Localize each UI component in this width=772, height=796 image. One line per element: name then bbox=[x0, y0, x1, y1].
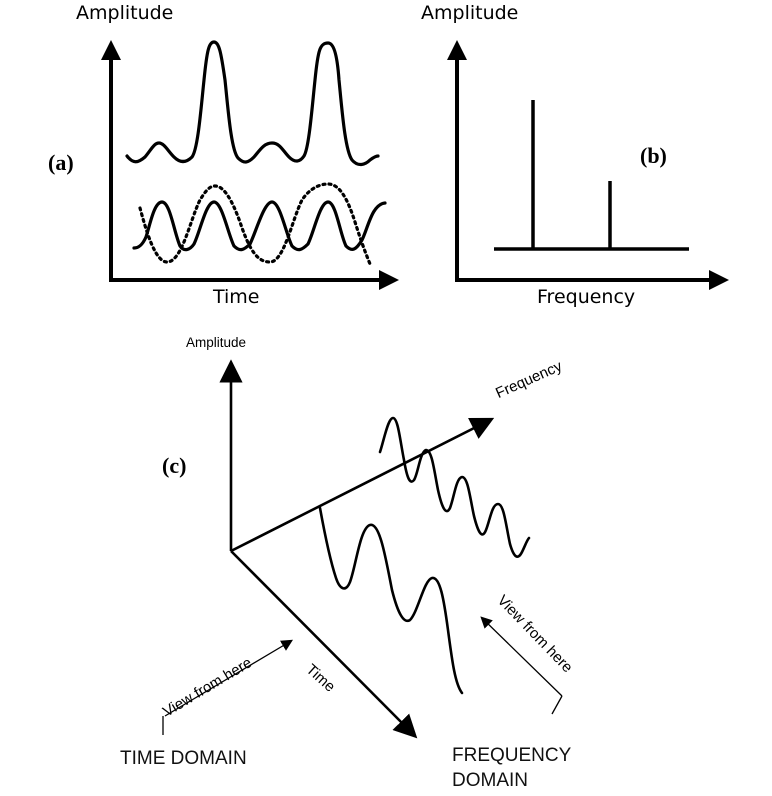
panel-a-y-axis-label: Amplitude bbox=[76, 2, 174, 24]
frequency-domain-label-line1: FREQUENCY bbox=[452, 745, 572, 766]
panel-c bbox=[162, 359, 563, 739]
panel-a-tag: (a) bbox=[48, 150, 74, 175]
panel-c-view-arrow-frequency bbox=[480, 616, 563, 697]
panel-a bbox=[101, 40, 399, 290]
panel-a-component-dotted bbox=[138, 182, 372, 266]
panel-c-view-tick-frequency bbox=[551, 695, 563, 715]
panel-a-sum-signal bbox=[125, 40, 380, 167]
panel-c-wave-low-frequency bbox=[318, 506, 464, 695]
panel-b-y-axis-label: Amplitude bbox=[421, 2, 519, 24]
frequency-domain-label-line2: DOMAIN bbox=[452, 770, 528, 791]
time-domain-label: TIME DOMAIN bbox=[120, 748, 247, 769]
panel-c-frequency-axis bbox=[230, 417, 495, 553]
panel-a-component-solid bbox=[132, 200, 387, 252]
panel-c-time-axis bbox=[230, 550, 418, 739]
panel-a-x-axis-label: Time bbox=[213, 286, 260, 308]
panel-c-view-arrow-time bbox=[164, 639, 294, 717]
panel-c-tag: (c) bbox=[162, 453, 187, 478]
panel-c-wave-high-frequency bbox=[378, 416, 531, 558]
panel-b-tag: (b) bbox=[640, 143, 667, 168]
panel-b bbox=[447, 40, 729, 290]
panel-c-amplitude-label: Amplitude bbox=[186, 335, 247, 350]
panel-b-x-axis-label: Frequency bbox=[537, 286, 636, 308]
